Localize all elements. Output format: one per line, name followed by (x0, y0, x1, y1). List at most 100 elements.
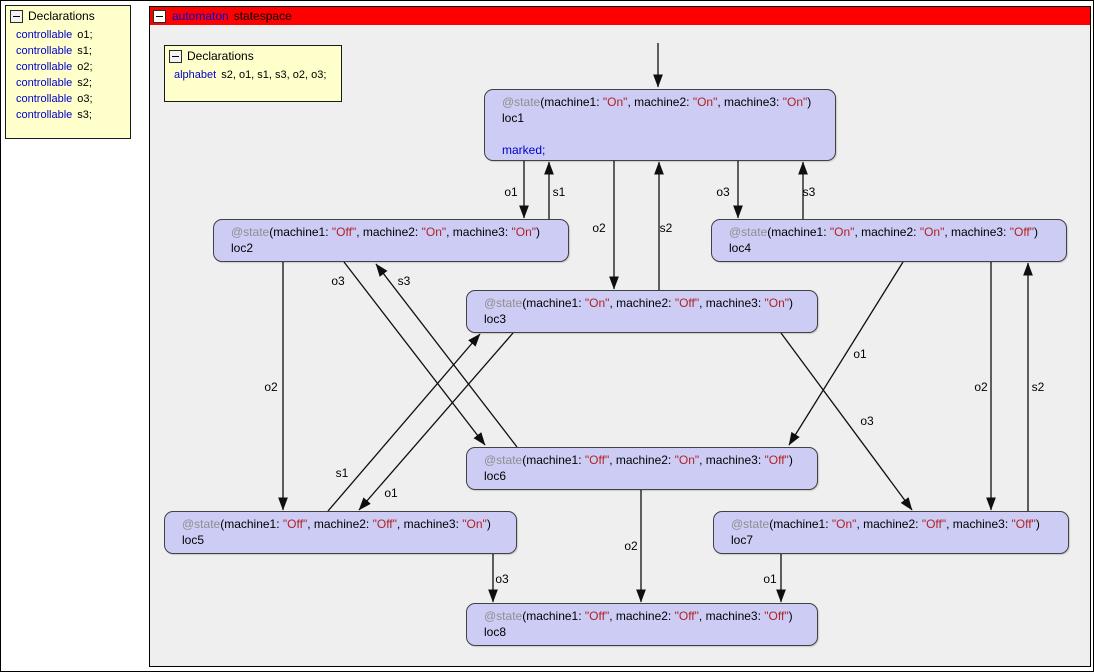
machine2-label: , machine2: (307, 517, 373, 531)
paren: ( (769, 517, 774, 531)
state-name: loc5 (182, 533, 205, 547)
machine1-label: machine1: (224, 517, 283, 531)
machine3-value: "On" (462, 517, 487, 531)
machine2-label: , machine2: (609, 296, 675, 310)
machine1-value: "Off" (584, 609, 610, 623)
state-loc5[interactable]: @state(machine1: "Off", machine2: "Off",… (164, 511, 517, 554)
paren: ) (536, 225, 541, 239)
event-name: s1; (77, 45, 92, 57)
machine3-label: , machine3: (396, 517, 463, 531)
paren: ) (807, 95, 812, 109)
state-loc4[interactable]: @state(machine1: "On", machine2: "On", m… (711, 219, 1067, 262)
event-name: s2; (77, 77, 92, 89)
machine3-value: "Off" (1009, 225, 1035, 239)
declarations-title: Declarations (187, 49, 254, 63)
declaration-item: controllable o3; (16, 91, 130, 107)
paren: ( (540, 95, 545, 109)
machine2-value: "Off" (674, 296, 700, 310)
alphabet-declarations-box[interactable]: Declarations alphabet s2, o1, s1, s3, o2,… (164, 45, 342, 102)
machine3-label: , machine3: (698, 609, 765, 623)
state-annotation-keyword: @state (484, 609, 523, 623)
machine3-label: , machine3: (944, 225, 1010, 239)
alphabet-events: s2, o1, s1, s3, o2, o3; (221, 69, 327, 81)
machine1-value: "On" (584, 296, 610, 310)
machine2-value: "On" (919, 225, 945, 239)
state-name: loc8 (484, 625, 507, 639)
state-annotation: @state(machine1: "On", machine2: "Off", … (731, 516, 1068, 532)
paren: ) (788, 453, 793, 467)
declarations-header: Declarations (165, 46, 341, 65)
machine1-value: "Off" (282, 517, 308, 531)
state-name: loc4 (729, 241, 752, 255)
state-annotation: @state(machine1: "Off", machine2: "On", … (484, 452, 817, 468)
machine3-value: "Off" (764, 609, 789, 623)
machine2-value: "Off" (372, 517, 397, 531)
state-loc8[interactable]: @state(machine1: "Off", machine2: "Off",… (466, 603, 818, 646)
declaration-item: controllable s2; (16, 75, 130, 91)
machine2-value: "Off" (921, 517, 947, 531)
machine2-value: "On" (421, 225, 447, 239)
state-annotation-keyword: @state (502, 95, 541, 109)
machine2-label: , machine2: (856, 517, 922, 531)
machine2-label: , machine2: (627, 95, 693, 109)
machine3-label: , machine3: (446, 225, 512, 239)
paren: ( (522, 453, 527, 467)
declarations-title: Declarations (28, 9, 95, 23)
paren: ( (522, 296, 527, 310)
automaton-name: statespace (233, 9, 292, 23)
keyword: alphabet (174, 69, 217, 81)
state-loc3[interactable]: @state(machine1: "On", machine2: "Off", … (466, 290, 818, 333)
state-annotation-keyword: @state (484, 453, 523, 467)
state-annotation: @state(machine1: "Off", machine2: "On", … (231, 224, 568, 240)
paren: ( (220, 517, 225, 531)
machine2-value: "On" (674, 453, 700, 467)
state-annotation-keyword: @state (484, 296, 523, 310)
keyword: controllable (16, 93, 73, 105)
machine2-value: "On" (692, 95, 718, 109)
state-name: loc2 (231, 241, 254, 255)
state-loc1[interactable]: @state(machine1: "On", machine2: "On", m… (484, 89, 836, 161)
declarations-header: Declarations (6, 6, 130, 25)
state-annotation-keyword: @state (182, 517, 221, 531)
event-name: o2; (77, 61, 93, 73)
paren: ( (522, 609, 527, 623)
keyword: controllable (16, 45, 73, 57)
paren: ) (486, 517, 491, 531)
state-annotation: @state(machine1: "On", machine2: "On", m… (502, 94, 835, 110)
state-loc6[interactable]: @state(machine1: "Off", machine2: "On", … (466, 447, 818, 490)
machine1-label: machine1: (526, 609, 585, 623)
collapse-icon[interactable] (153, 9, 166, 23)
state-annotation-keyword: @state (729, 225, 768, 239)
event-name: s3; (77, 109, 92, 121)
automaton-keyword: automaton (172, 9, 229, 23)
event-name: o1; (77, 29, 93, 41)
state-annotation-keyword: @state (731, 517, 770, 531)
collapse-icon[interactable] (169, 49, 182, 63)
machine1-label: machine1: (526, 296, 585, 310)
machine1-value: "On" (602, 95, 628, 109)
keyword: controllable (16, 109, 73, 121)
paren: ) (788, 609, 793, 623)
collapse-icon[interactable] (10, 9, 23, 23)
machine1-value: "Off" (584, 453, 610, 467)
marked-keyword: marked; (502, 143, 546, 157)
alphabet-line: alphabet s2, o1, s1, s3, o2, o3; (165, 65, 341, 83)
state-loc7[interactable]: @state(machine1: "On", machine2: "Off", … (713, 511, 1069, 554)
state-loc2[interactable]: @state(machine1: "Off", machine2: "On", … (213, 219, 569, 262)
state-name: loc7 (731, 533, 754, 547)
machine1-label: machine1: (773, 517, 832, 531)
machine1-label: machine1: (273, 225, 332, 239)
machine1-value: "On" (829, 225, 855, 239)
paren: ) (1034, 225, 1039, 239)
machine1-value: "On" (831, 517, 857, 531)
machine3-value: "On" (511, 225, 537, 239)
state-annotation: @state(machine1: "On", machine2: "Off", … (484, 295, 817, 311)
state-annotation-keyword: @state (231, 225, 270, 239)
keyword: controllable (16, 77, 73, 89)
event-name: o3; (77, 93, 93, 105)
automaton-header: automaton statespace (150, 7, 1090, 25)
